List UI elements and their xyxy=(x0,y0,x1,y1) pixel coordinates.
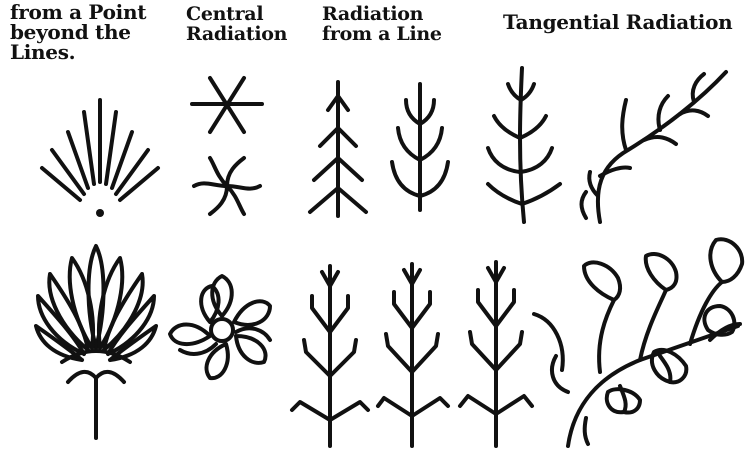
rosette xyxy=(170,276,270,378)
sprig-from-line-1 xyxy=(310,82,366,216)
fan-of-lines-from-point xyxy=(42,100,158,217)
branched-sprig-1 xyxy=(292,266,368,446)
whirl-star xyxy=(194,158,260,214)
palmette xyxy=(36,246,156,438)
asterisk-star xyxy=(192,78,262,132)
branched-sprig-3 xyxy=(460,262,532,446)
branched-sprig-2 xyxy=(378,264,448,446)
tangential-sprig-curving xyxy=(582,72,727,222)
sprig-from-line-2 xyxy=(392,84,448,210)
tangential-leafy-branch xyxy=(534,239,742,446)
tangential-sprig-upright xyxy=(488,68,560,222)
